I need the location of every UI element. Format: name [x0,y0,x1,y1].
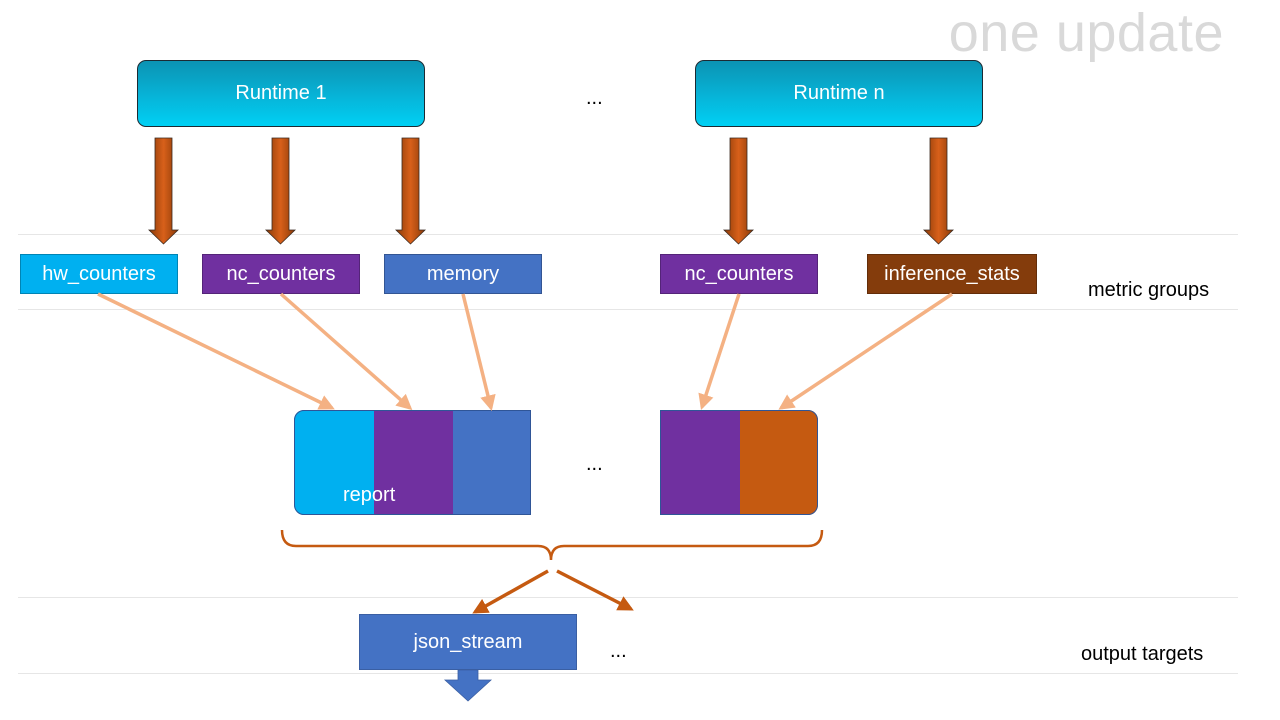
output-ellipsis: ... [610,640,627,662]
report-segment-hw-counters [294,410,374,515]
runtime-down-arrow [395,137,426,245]
divider-line [18,234,1238,235]
runtime-down-arrow [723,137,754,245]
report-segment-inference-stats [740,410,818,515]
metric-group-nc-counters-1: nc_counters [202,254,360,294]
group-to-report-arrow [97,292,335,410]
report-segment-memory [453,410,531,515]
group-to-report-arrow [461,293,496,412]
metric-group-label: nc_counters [684,262,794,285]
output-targets-label: output targets [1081,643,1204,665]
runtime-down-arrow [265,137,296,245]
runtime-ellipsis: ... [586,87,603,109]
metric-group-nc-counters-n: nc_counters [660,254,818,294]
output-target-json-stream: json_stream [359,614,577,670]
runtime-label: Runtime 1 [235,82,327,104]
divider-line [18,309,1238,310]
report-brace [280,529,824,561]
group-to-report-arrow [778,292,953,410]
group-to-report-arrow [279,292,413,411]
runtime-down-arrow [148,137,179,245]
metric-group-label: nc_counters [226,262,336,285]
json-stream-down-arrow [443,669,493,702]
brace-to-output-arrow [472,569,549,614]
report-ellipsis: ... [586,453,603,475]
metric-group-inference-stats: inference_stats [867,254,1037,294]
brace-to-output-arrow [556,569,634,611]
output-target-label: json_stream [413,630,523,653]
metric-group-label: inference_stats [884,262,1020,285]
runtime-box-n: Runtime n [695,60,983,127]
report-label: report [343,484,396,506]
report-segment-nc-counters [374,410,453,515]
metric-group-memory: memory [384,254,542,294]
report-segment-nc-counters-n [660,410,740,515]
metric-group-label: hw_counters [42,262,156,285]
metric-groups-label: metric groups [1088,279,1210,301]
divider-line [18,673,1238,674]
runtime-label: Runtime n [793,82,885,104]
slide-title: one update [948,3,1224,63]
group-to-report-arrow [698,293,741,410]
runtime-box-1: Runtime 1 [137,60,425,127]
metric-group-label: memory [426,262,500,285]
runtime-down-arrow [923,137,954,245]
